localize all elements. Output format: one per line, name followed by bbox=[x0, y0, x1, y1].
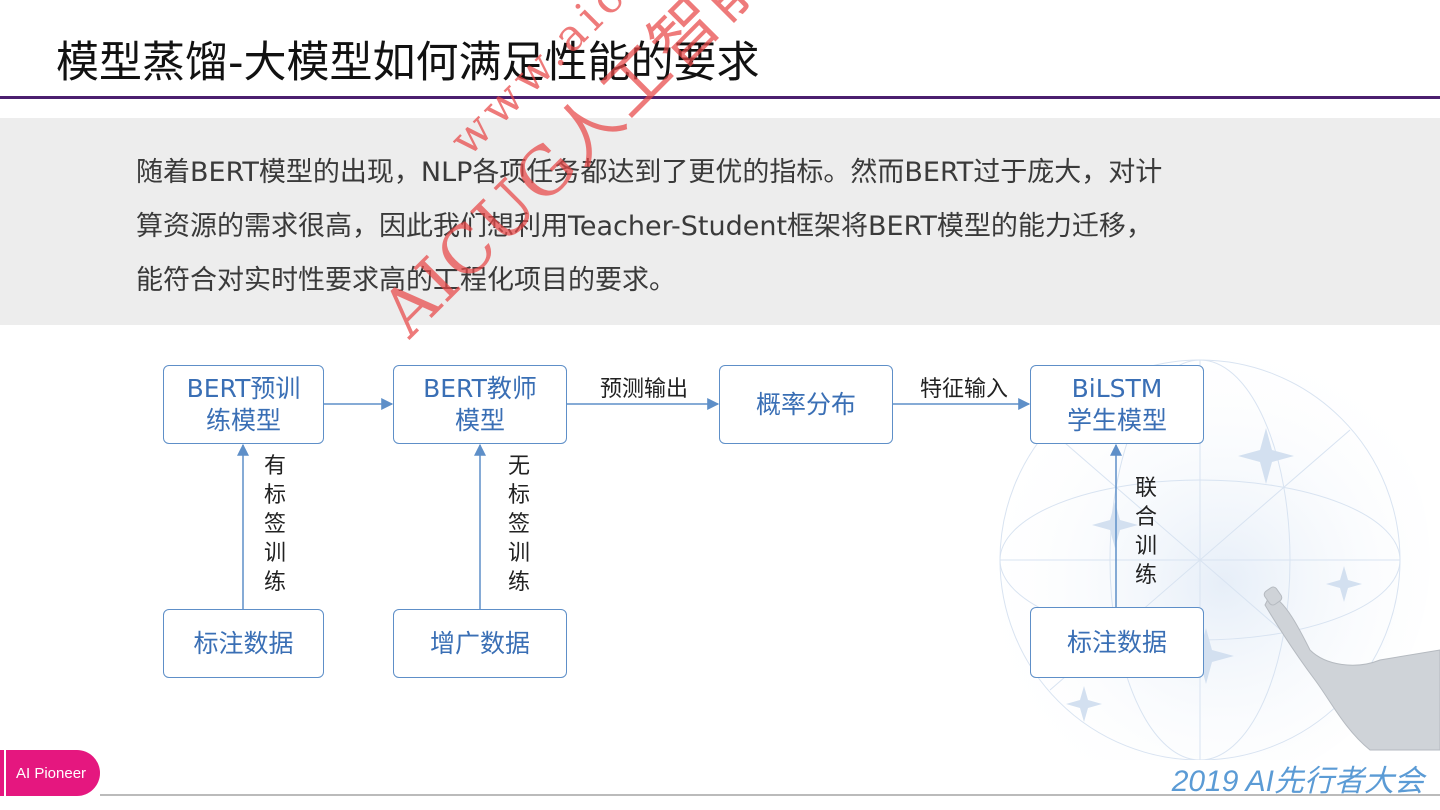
node-bert-teacher: BERT教师 模型 bbox=[393, 365, 567, 444]
node-labeled-data-1-label: 标注数据 bbox=[193, 628, 293, 660]
node-bert-teacher-label: BERT教师 模型 bbox=[423, 373, 537, 437]
edge-label-prediction-output: 预测输出 bbox=[600, 371, 688, 403]
node-augmented-data-label: 增广数据 bbox=[430, 628, 530, 660]
node-prob-dist-label: 概率分布 bbox=[756, 389, 856, 421]
node-augmented-data: 增广数据 bbox=[393, 609, 567, 678]
edge-label-unlabeled-training: 无标签训练 bbox=[505, 452, 533, 597]
node-labeled-data-1: 标注数据 bbox=[163, 609, 324, 678]
node-bert-pretrain-label: BERT预训 练模型 bbox=[187, 373, 301, 437]
node-labeled-data-2: 标注数据 bbox=[1030, 607, 1204, 678]
edge-label-feature-input: 特征输入 bbox=[920, 371, 1008, 403]
node-bert-pretrain: BERT预训 练模型 bbox=[163, 365, 324, 444]
node-prob-dist: 概率分布 bbox=[719, 365, 893, 444]
edge-label-joint-training: 联合训练 bbox=[1132, 474, 1160, 590]
footer-badge: AI Pioneer bbox=[0, 750, 100, 796]
node-bilstm-student-label: BiLSTM 学生模型 bbox=[1067, 373, 1167, 437]
node-bilstm-student: BiLSTM 学生模型 bbox=[1030, 365, 1204, 444]
event-logo: 2019 AI先行者大会 bbox=[1172, 756, 1424, 800]
node-labeled-data-2-label: 标注数据 bbox=[1067, 627, 1167, 659]
edge-label-labeled-training: 有标签训练 bbox=[261, 452, 289, 597]
